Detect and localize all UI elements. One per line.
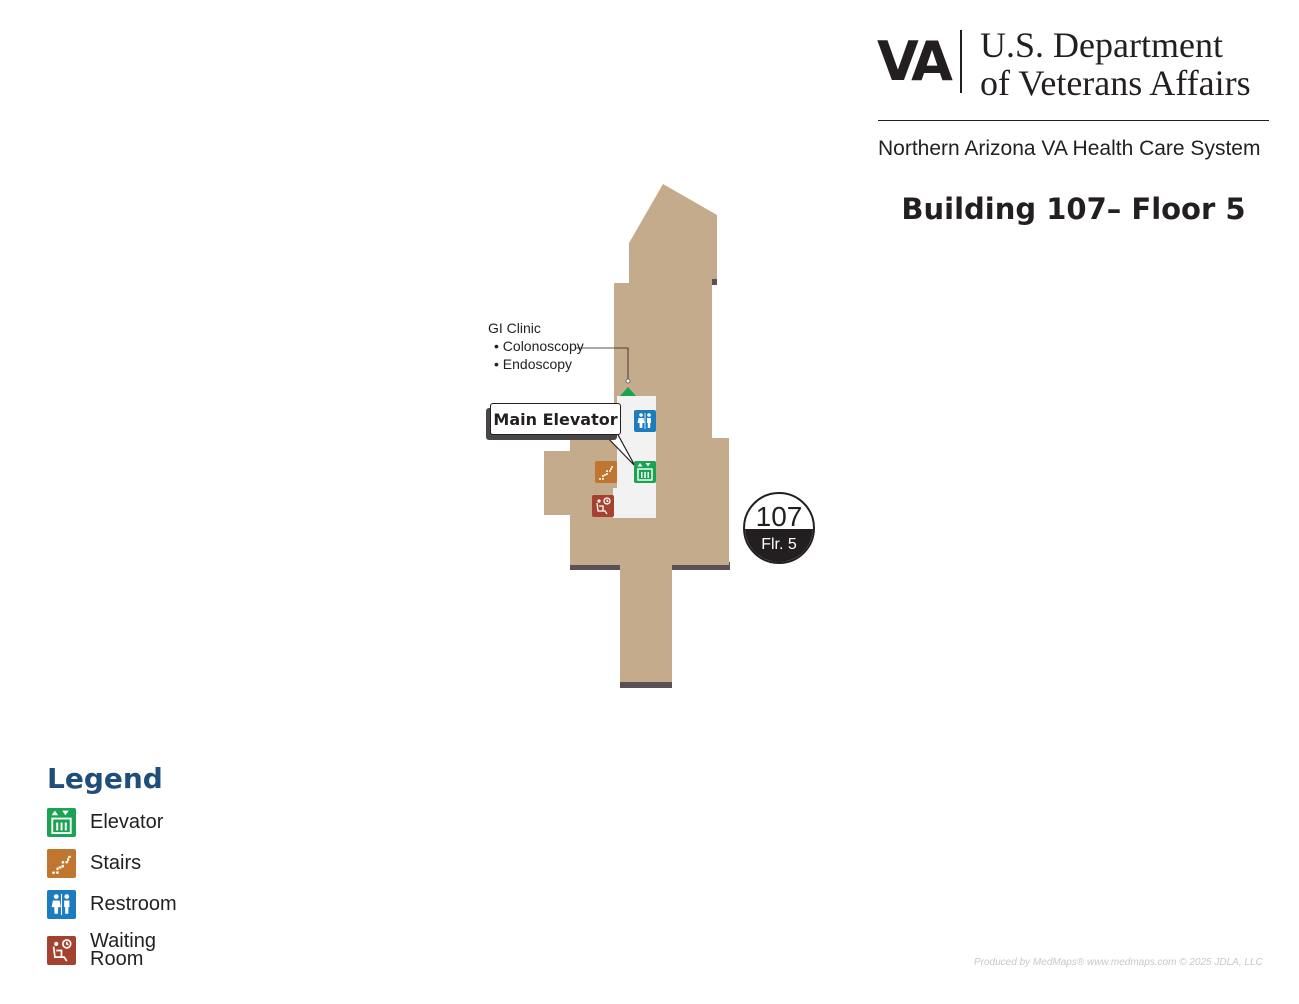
restroom-icon bbox=[634, 410, 656, 432]
logo-line-1: U.S. Department bbox=[980, 25, 1223, 65]
badge-floor: Flr. 5 bbox=[761, 536, 797, 553]
clinic-entrance-marker bbox=[620, 387, 636, 396]
clinic-name: GI Clinic bbox=[488, 320, 541, 336]
callout-label: Main Elevator bbox=[490, 403, 621, 435]
gi-clinic-label: GI Clinic • Colonoscopy • Endoscopy bbox=[488, 319, 584, 373]
waiting-room-icon bbox=[592, 495, 614, 517]
clinic-leader-line bbox=[575, 347, 629, 380]
va-logo-text: U.S. Department of Veterans Affairs bbox=[980, 26, 1251, 102]
building-shadow bbox=[570, 276, 730, 688]
logo-line-2: of Veterans Affairs bbox=[980, 63, 1251, 103]
va-logo-mark: VA bbox=[877, 30, 953, 93]
legend-label-stairs: Stairs bbox=[90, 852, 142, 874]
main-elevator-callout: Main Elevator bbox=[486, 403, 621, 440]
legend-label-waiting-line-2: Room bbox=[90, 948, 144, 970]
logo-divider bbox=[960, 30, 962, 93]
legend-label-waiting-line-1: Waiting bbox=[90, 930, 156, 952]
leader-dot bbox=[625, 378, 631, 384]
stairs-icon bbox=[595, 461, 617, 483]
clinic-service-endoscopy: • Endoscopy bbox=[494, 356, 573, 372]
header-divider bbox=[878, 120, 1269, 121]
restroom-icon bbox=[47, 890, 76, 919]
waiting-room-icon bbox=[47, 936, 76, 965]
legend-label-restroom: Restroom bbox=[90, 893, 177, 915]
legend-title: Legend bbox=[47, 762, 163, 795]
system-name: Northern Arizona VA Health Care System bbox=[878, 137, 1261, 160]
floor-title: Building 107– Floor 5 bbox=[901, 192, 1246, 226]
building-badge: 107 Flr. 5 bbox=[743, 492, 815, 564]
building-number: 107 bbox=[755, 501, 803, 532]
stairs-icon bbox=[47, 849, 76, 878]
credit-text: Produced by MedMaps® www.medmaps.com © 2… bbox=[974, 957, 1263, 968]
legend-label-elevator: Elevator bbox=[90, 811, 164, 833]
clinic-service-colonoscopy: • Colonoscopy bbox=[494, 338, 584, 354]
elevator-icon bbox=[47, 808, 76, 837]
badge-bottom bbox=[745, 529, 813, 562]
elevator-icon bbox=[634, 461, 656, 483]
legend-label-waiting-room: Waiting Room bbox=[90, 930, 156, 970]
